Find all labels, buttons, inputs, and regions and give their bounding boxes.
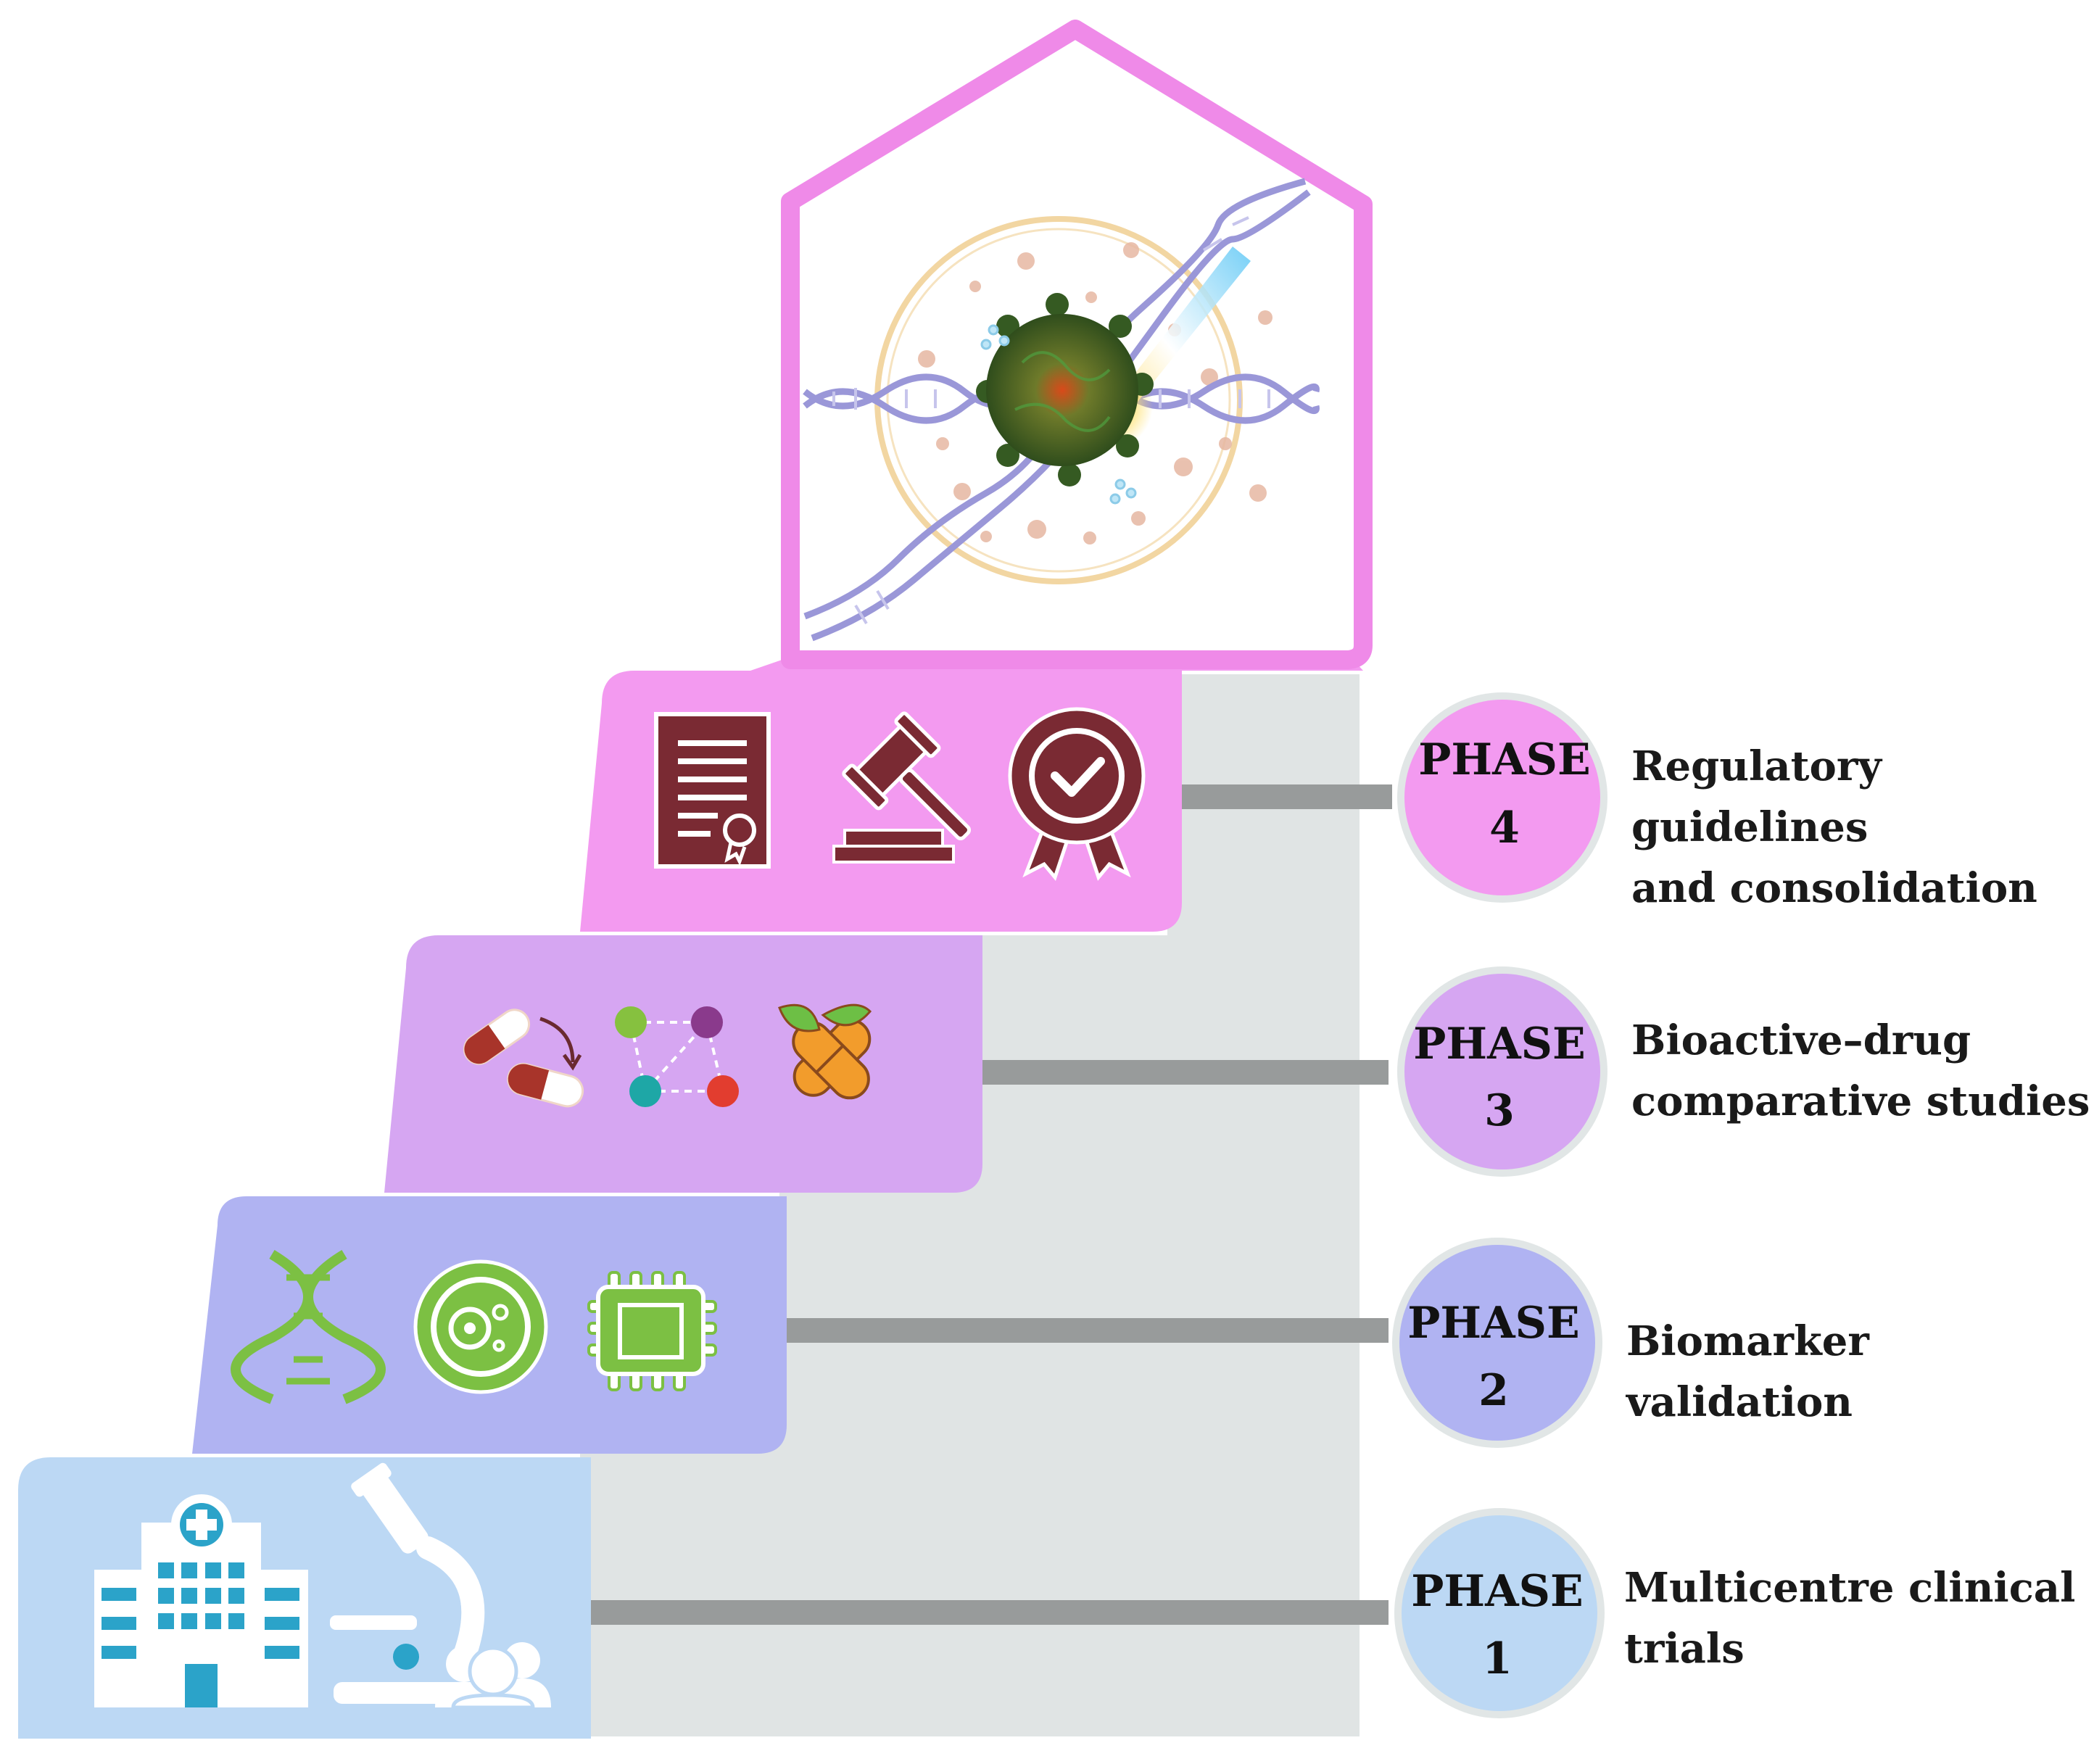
herbal-capsule-icon [778,1003,872,1100]
certificate-document-icon [654,712,771,869]
cell-icon [413,1259,548,1394]
phase-2-number: 2 [1478,1365,1509,1416]
gavel-icon [832,711,972,864]
connector-phase-4 [1182,784,1392,809]
microchip-icon [587,1271,717,1391]
phase-1-word: PHASE [1411,1566,1583,1617]
phase-3-number: 3 [1484,1085,1515,1136]
phase-2-word: PHASE [1407,1298,1579,1349]
molecular-network-icon [615,1006,739,1107]
phase-3-description: Bioactive–drug comparative studies [1631,1016,2090,1125]
people-group-icon [435,1642,551,1710]
phase-1-description: Multicentre clinical trials [1624,1564,2076,1673]
connector-phase-3 [982,1060,1389,1085]
phase-4-description: Regulatory guidelines and consolidation [1631,742,2037,912]
phase-4-number: 4 [1489,803,1520,853]
capsule-swap-icon [463,1009,584,1108]
cancer-cell-dna-icon [803,178,1320,642]
approval-badge-icon [1008,707,1146,882]
phase-4-badge: PHASE 4 [1397,692,1607,903]
phase-2-description: Biomarker validation [1626,1317,1869,1426]
phase-1-number: 1 [1482,1633,1512,1684]
dna-icon [231,1249,386,1404]
phase-3-word: PHASE [1413,1019,1585,1069]
connector-phase-1 [591,1600,1389,1625]
phase-1-badge: PHASE 1 [1394,1508,1605,1718]
phase-4-word: PHASE [1418,734,1590,785]
staircase-backdrop [580,674,1360,1736]
hospital-icon [94,1494,308,1707]
phase-3-badge: PHASE 3 [1397,966,1607,1177]
connector-phase-2 [787,1318,1389,1343]
microscope-icon [330,1462,485,1704]
step-phase-3 [384,935,982,1193]
phase-2-badge: PHASE 2 [1392,1238,1602,1448]
